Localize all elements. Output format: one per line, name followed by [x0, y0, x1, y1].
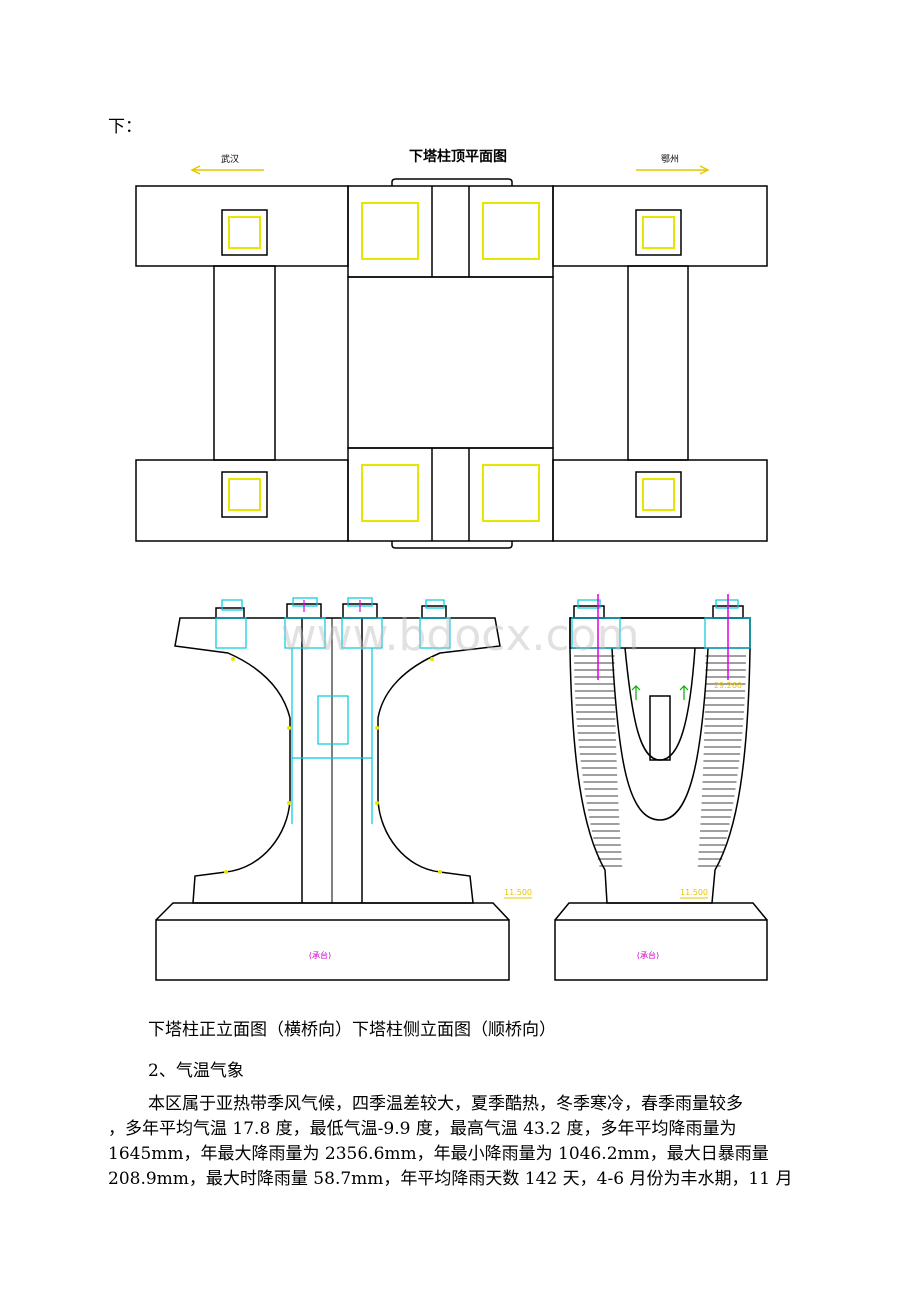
plan-view: 下塔柱顶平面图 武汉 鄂州 [135, 148, 768, 549]
figure-caption: 下塔柱正立面图（横桥向）下塔柱侧立面图（顺桥向） [148, 1020, 556, 1040]
right-direction-arrow-icon [636, 165, 710, 175]
front-base-label: (承台) [309, 950, 331, 960]
climate-paragraph: 本区属于亚热带季风气候，四季温差较大，夏季酷热，冬季寒冷，春季雨量较多 ，多年平… [108, 1092, 808, 1192]
paragraph-line: 本区属于亚热带季风气候，四季温差较大，夏季酷热，冬季寒冷，春季雨量较多 [148, 1094, 743, 1114]
intro-text: 下： [108, 117, 142, 137]
section-heading: 2、气温气象 [148, 1061, 244, 1081]
left-direction-arrow-icon [190, 165, 264, 175]
side-elevation-view: (承台) [554, 594, 768, 981]
paragraph-line: 1645mm，年最大降雨量为 2356.6mm，年最小降雨量为 1046.2mm… [108, 1144, 769, 1164]
side-top-level-label: 29.260 [714, 681, 742, 690]
side-level-label: 11.500 [680, 888, 708, 897]
paragraph-line: ，多年平均气温 17.8 度，最低气温-9.9 度，最高气温 43.2 度，多年… [108, 1119, 737, 1139]
front-elevation-view: (承台) [155, 597, 532, 981]
plan-title: 下塔柱顶平面图 [409, 148, 507, 165]
right-arrow-label: 鄂州 [661, 154, 679, 165]
front-level-label: 11.500 [504, 888, 532, 897]
side-base-label: (承台) [637, 950, 659, 960]
paragraph-line: 208.9mm，最大时降雨量 58.7mm，年平均降雨天数 142 天，4-6 … [108, 1169, 793, 1189]
engineering-drawings: 下塔柱顶平面图 武汉 鄂州 [135, 148, 768, 981]
left-arrow-label: 武汉 [221, 153, 239, 165]
watermark-text: www.bdocx.com [281, 610, 640, 661]
